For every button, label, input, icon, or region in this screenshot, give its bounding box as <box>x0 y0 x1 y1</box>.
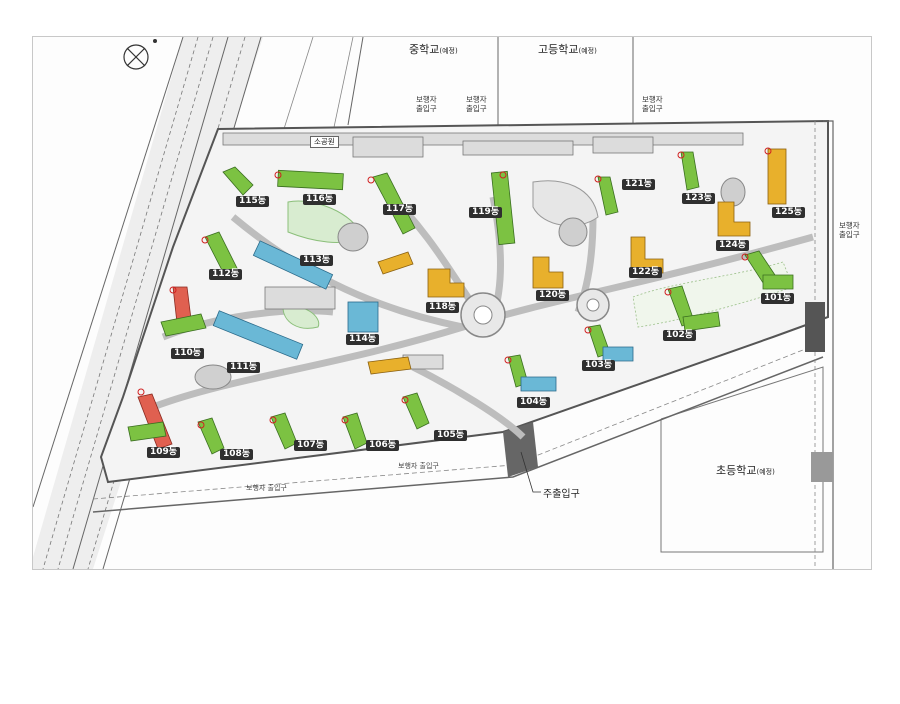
building-label-105: 105동 <box>434 430 468 441</box>
building-label-117: 117동 <box>383 204 417 215</box>
school-plots <box>347 37 824 553</box>
site-plan-drawing <box>33 37 834 569</box>
building-label-122: 122동 <box>629 267 663 278</box>
main-entrance-label: 주출입구 <box>543 489 580 500</box>
middle-school-label: 중학교(예정) <box>409 43 458 56</box>
building-label-116: 116동 <box>303 194 337 205</box>
elementary-school-label: 초등학교(예정) <box>716 464 775 477</box>
compass-icon <box>123 39 157 70</box>
building-label-107: 107동 <box>294 440 328 451</box>
building-label-113: 113동 <box>300 255 334 266</box>
perimeter-road <box>92 119 834 569</box>
building-label-123: 123동 <box>682 193 716 204</box>
building-label-118: 118동 <box>426 302 460 313</box>
building-label-119: 119동 <box>469 207 503 218</box>
building-label-103: 103동 <box>582 360 616 371</box>
building-label-104: 104동 <box>517 397 551 408</box>
building-label-110: 110동 <box>171 348 205 359</box>
bottom-entrance-2: 보행자 출입구 <box>246 484 287 492</box>
high-school-label: 고등학교(예정) <box>538 43 597 56</box>
building-label-115: 115동 <box>236 196 270 207</box>
building-label-112: 112동 <box>209 269 243 280</box>
park-label: 소공원 <box>310 136 339 148</box>
building-label-121: 121동 <box>622 179 656 190</box>
building-label-114: 114동 <box>346 334 380 345</box>
building-label-109: 109동 <box>147 447 181 458</box>
parking-markers <box>137 147 772 429</box>
building-label-111: 111동 <box>227 362 261 373</box>
roundabouts <box>460 288 610 338</box>
facility-strip <box>222 132 744 370</box>
building-label-125: 125동 <box>772 207 806 218</box>
apartment-buildings <box>127 148 794 455</box>
building-label-108: 108동 <box>220 449 254 460</box>
building-label-102: 102동 <box>663 330 697 341</box>
building-label-124: 124동 <box>716 240 750 251</box>
building-label-120: 120동 <box>536 290 570 301</box>
landscape <box>194 177 794 390</box>
building-label-101: 101동 <box>761 293 795 304</box>
building-label-106: 106동 <box>366 440 400 451</box>
bottom-entrance-1: 보행자 출입구 <box>398 462 439 470</box>
